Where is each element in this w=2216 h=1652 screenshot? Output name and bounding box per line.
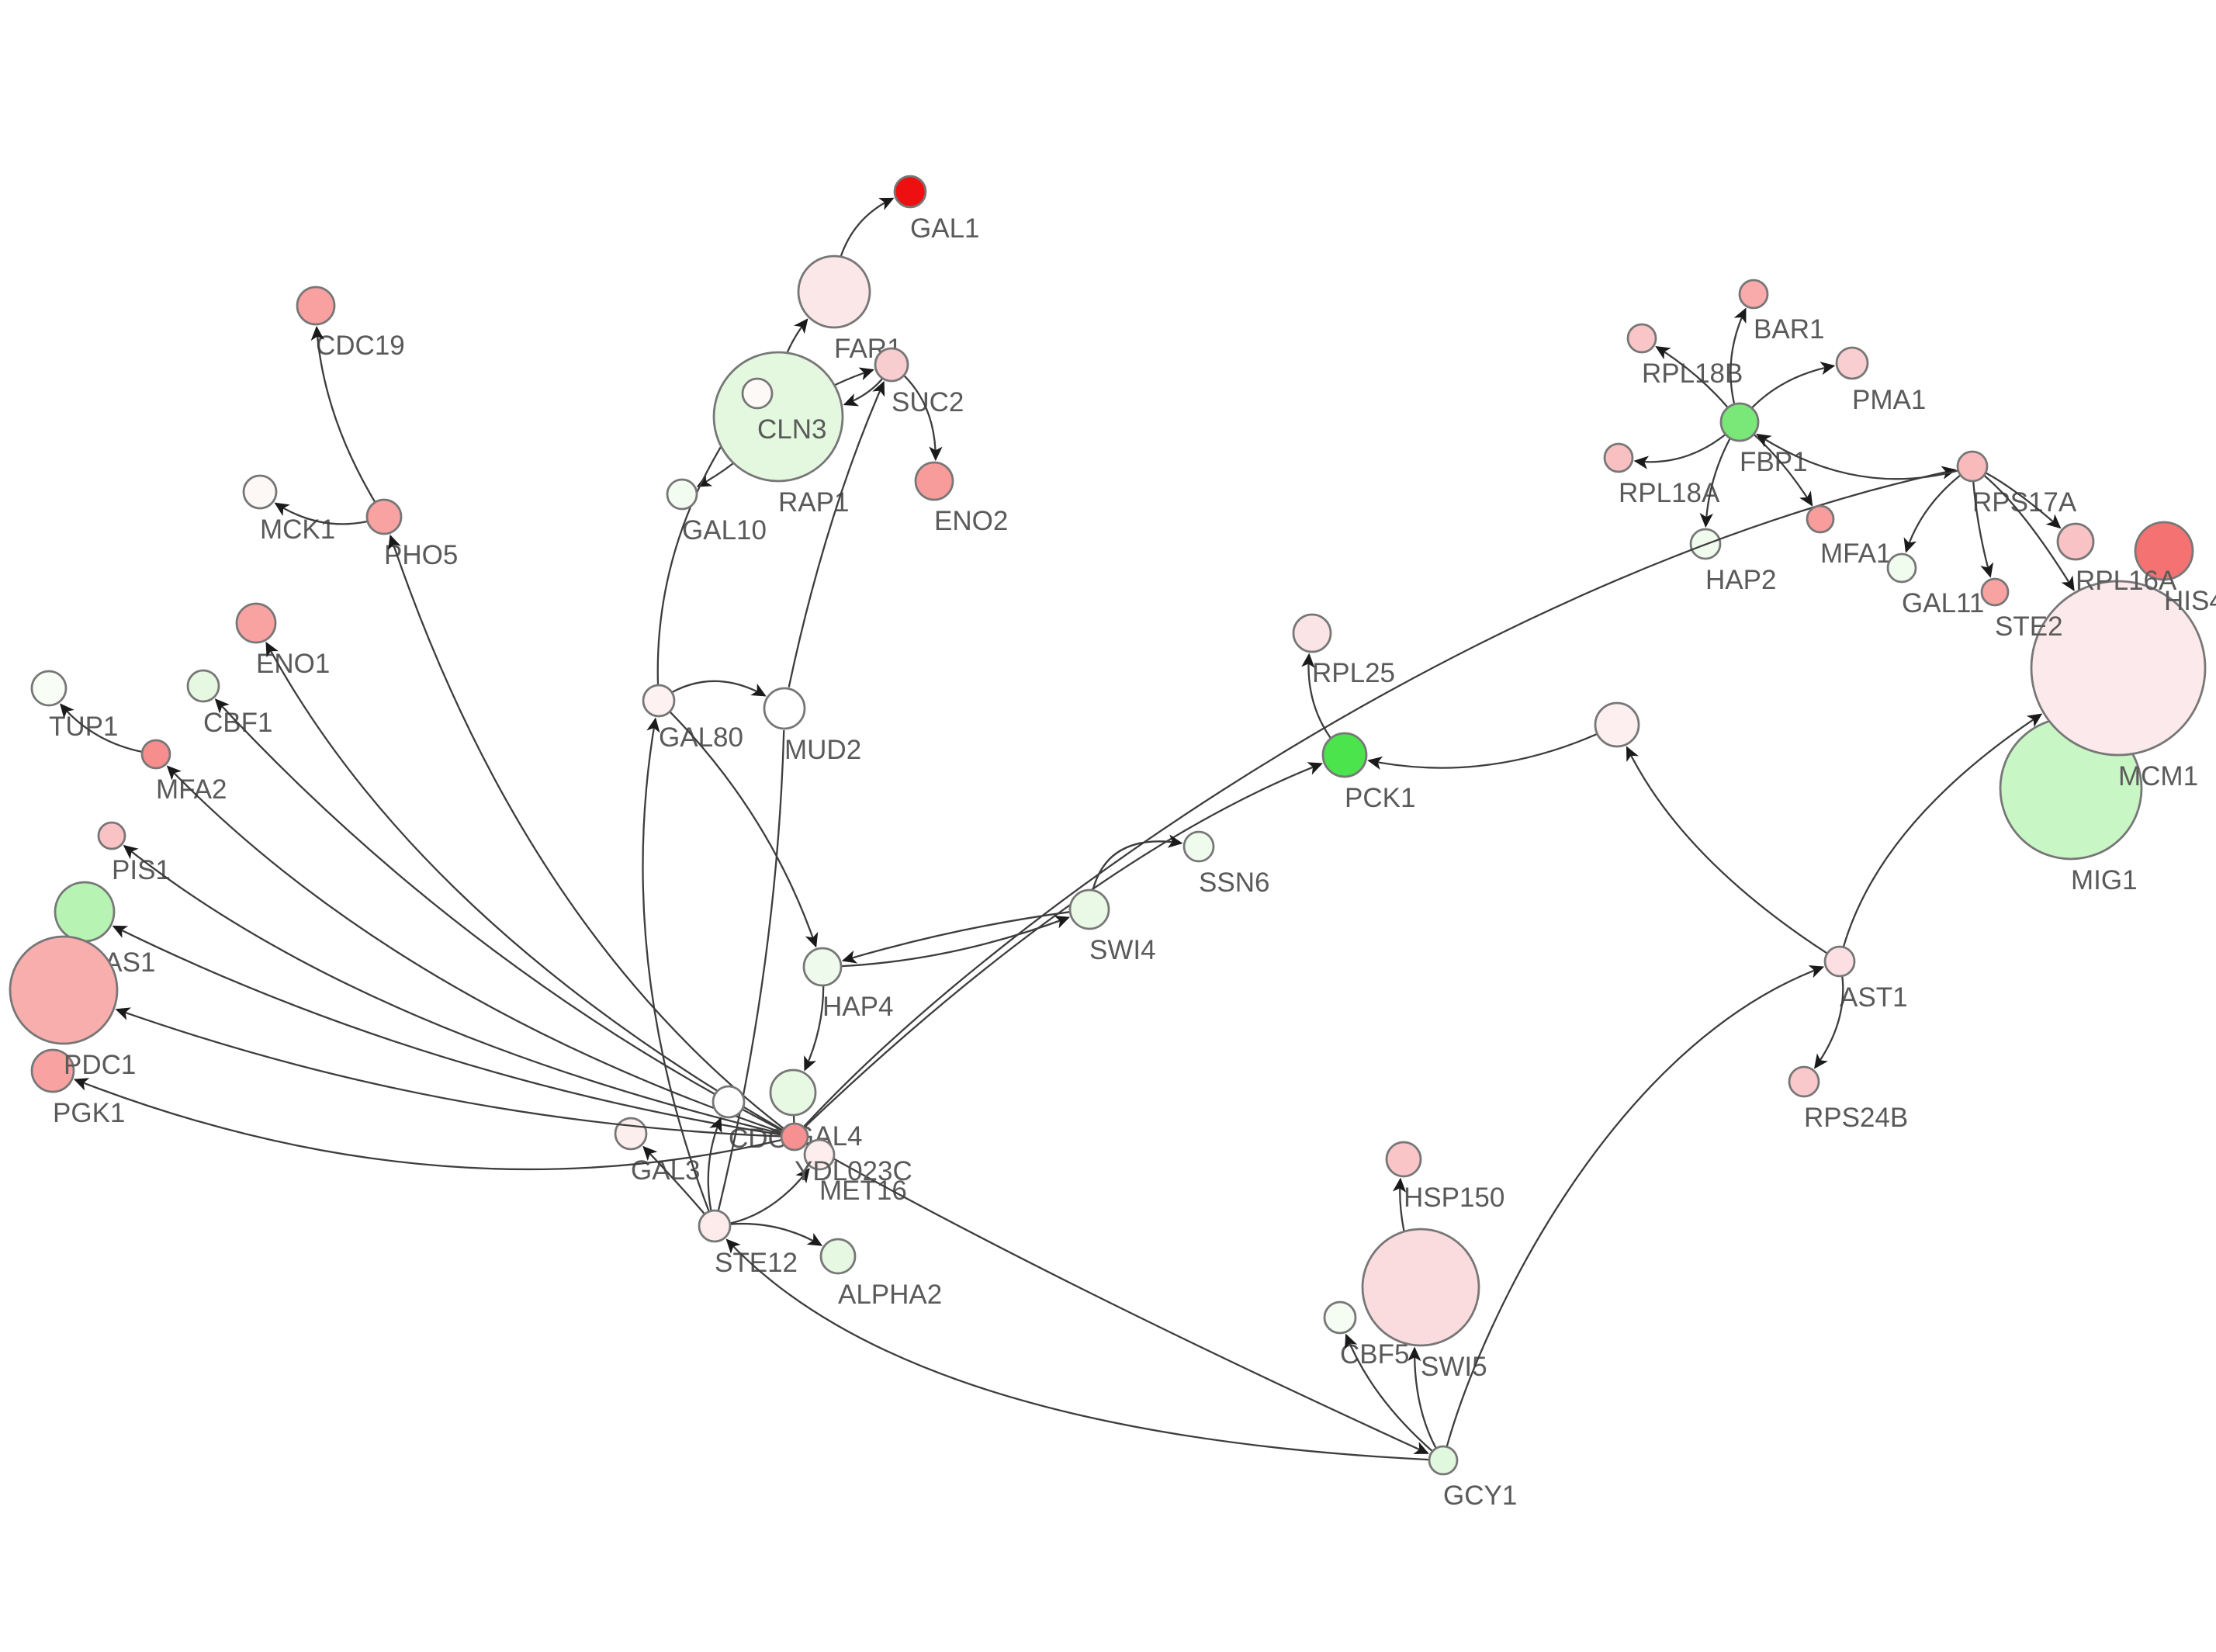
svg-text:SSN6: SSN6 [1199, 868, 1269, 898]
svg-text:CLN3: CLN3 [757, 414, 826, 445]
svg-text:CDC19: CDC19 [316, 331, 405, 361]
svg-text:AST1: AST1 [1840, 982, 1908, 1013]
svg-text:PMA1: PMA1 [1852, 385, 1926, 415]
svg-text:RPL25: RPL25 [1312, 658, 1395, 688]
svg-text:STE12: STE12 [715, 1248, 798, 1278]
svg-text:MFA1: MFA1 [1820, 539, 1891, 569]
svg-text:YDL023C: YDL023C [795, 1156, 912, 1186]
svg-text:PHO5: PHO5 [384, 540, 458, 570]
svg-text:ENO2: ENO2 [934, 506, 1008, 536]
svg-text:SWI4: SWI4 [1089, 935, 1156, 965]
svg-text:RPL16A: RPL16A [2076, 566, 2177, 596]
svg-text:RPS17A: RPS17A [1972, 487, 2077, 518]
svg-text:GCY1: GCY1 [1443, 1481, 1517, 1511]
svg-text:PCK1: PCK1 [1345, 783, 1415, 813]
svg-text:MCK1: MCK1 [260, 514, 335, 545]
svg-text:ALPHA2: ALPHA2 [838, 1280, 942, 1310]
svg-text:HIS4: HIS4 [2164, 586, 2216, 616]
svg-text:SWI5: SWI5 [1421, 1352, 1487, 1382]
svg-text:STE2: STE2 [1995, 611, 2063, 642]
svg-text:PDC1: PDC1 [64, 1050, 136, 1080]
svg-text:GAL11: GAL11 [1902, 588, 1984, 618]
svg-text:RPS24B: RPS24B [1804, 1103, 1908, 1133]
svg-text:PGK1: PGK1 [53, 1098, 125, 1128]
svg-text:BAR1: BAR1 [1754, 314, 1824, 345]
svg-text:FBP1: FBP1 [1740, 447, 1808, 477]
svg-text:GAL80: GAL80 [659, 722, 743, 753]
svg-text:HSP150: HSP150 [1404, 1183, 1504, 1213]
svg-text:GAL10: GAL10 [682, 515, 767, 545]
svg-text:MCM1: MCM1 [2118, 761, 2198, 791]
svg-text:HAP2: HAP2 [1705, 565, 1776, 595]
svg-text:HAP4: HAP4 [822, 992, 893, 1022]
svg-text:MIG1: MIG1 [2071, 865, 2138, 895]
svg-text:GAL1: GAL1 [910, 213, 980, 244]
svg-text:RPL18A: RPL18A [1619, 478, 1720, 508]
svg-text:MUD2: MUD2 [784, 735, 861, 765]
svg-text:ENO1: ENO1 [256, 649, 330, 679]
